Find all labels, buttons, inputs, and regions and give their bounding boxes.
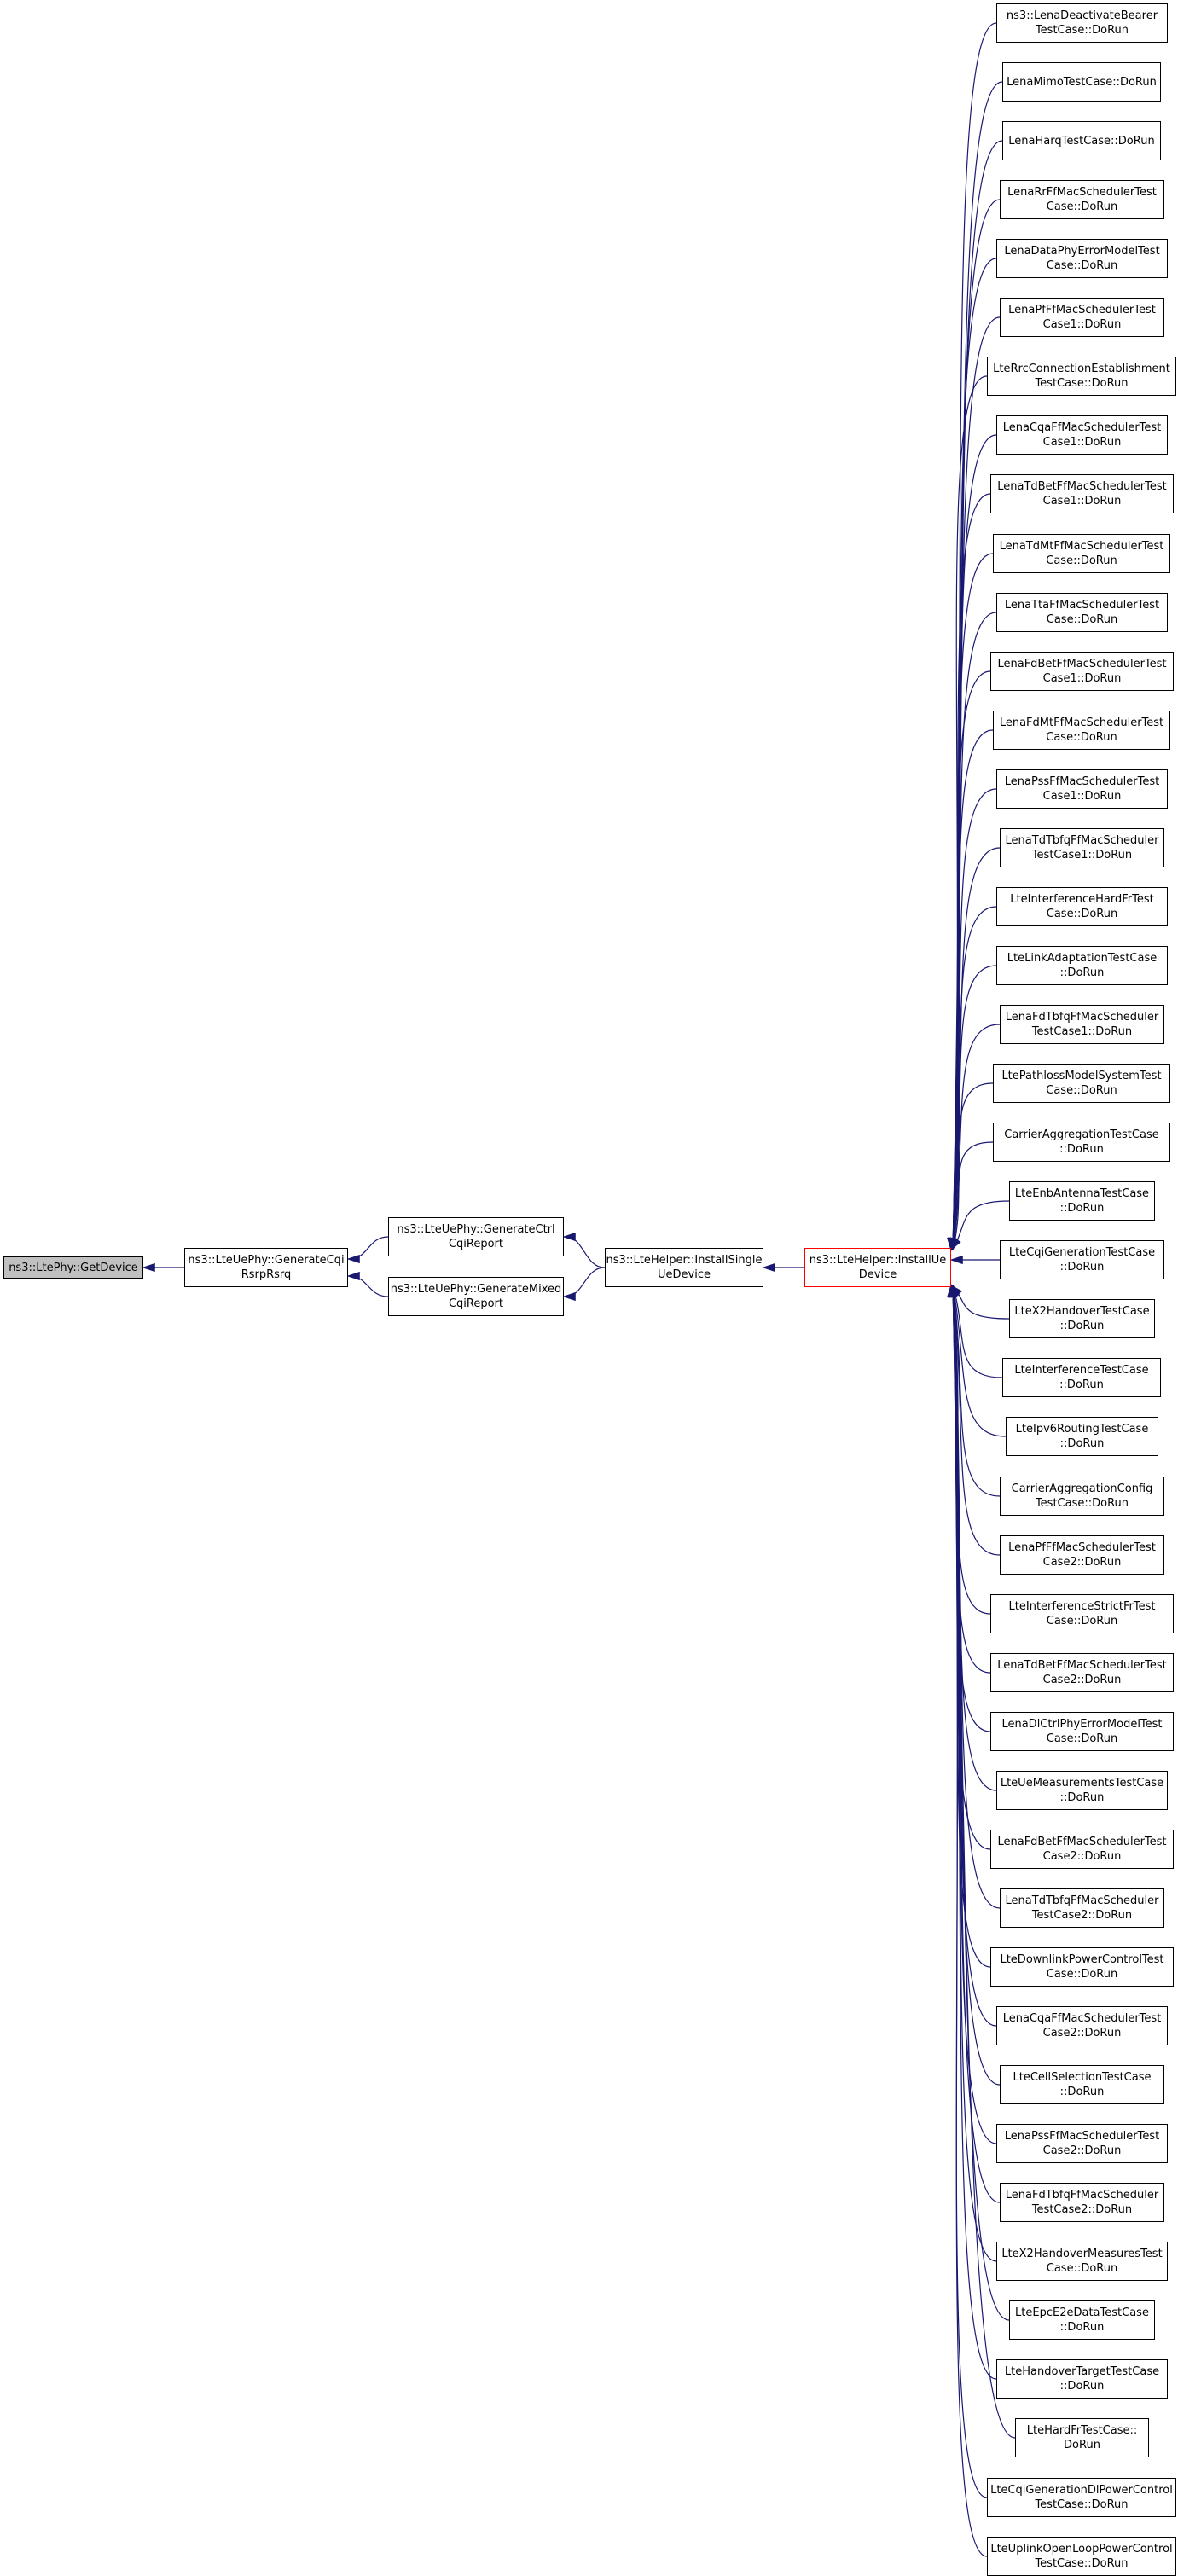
caller-node[interactable]: LteCqiGenerationTestCase::DoRun (1000, 1240, 1164, 1279)
caller-node[interactable]: LteUeMeasurementsTestCase::DoRun (996, 1771, 1168, 1810)
caller-node[interactable]: LteEpcE2eDataTestCase::DoRun (1009, 2300, 1155, 2340)
node-ltehelper-installsingleuedevice[interactable]: ns3::LteHelper::InstallSingle UeDevice (605, 1248, 763, 1287)
call-edge (952, 1285, 1001, 1497)
call-edge (565, 1267, 606, 1297)
call-edge-arrowhead (947, 1284, 956, 1297)
caller-node[interactable]: LteLinkAdaptationTestCase::DoRun (996, 946, 1168, 985)
call-edge (952, 1285, 1001, 1909)
call-edge (952, 965, 997, 1250)
caller-node[interactable]: LteInterferenceTestCase::DoRun (1002, 1358, 1161, 1397)
caller-node[interactable]: LteIpv6RoutingTestCase::DoRun (1006, 1417, 1158, 1456)
call-edge (952, 788, 997, 1250)
node-lteuephy-generatecqirsrprsrq[interactable]: ns3::LteUePhy::GenerateCqi RsrpRsrq (184, 1248, 348, 1287)
caller-node[interactable]: LteX2HandoverTestCase::DoRun (1009, 1299, 1155, 1338)
call-edge (952, 375, 988, 1250)
caller-node[interactable]: LenaMimoTestCase::DoRun (1002, 62, 1161, 102)
call-edge-arrowhead (949, 1255, 963, 1265)
node-lteuephy-generatectrlcqireport[interactable]: ns3::LteUePhy::GenerateCtrl CqiReport (388, 1217, 564, 1256)
call-edge (349, 1236, 389, 1260)
call-edge (952, 1285, 1001, 2086)
node-ltehelper-installuedevice[interactable]: ns3::LteHelper::InstallUe Device (804, 1248, 951, 1287)
call-edge (952, 1285, 1001, 1556)
caller-node[interactable]: LteCellSelectionTestCase::DoRun (1000, 2065, 1164, 2104)
call-edge (952, 1285, 1016, 2439)
node-lteuephy-generatemixedcqireport[interactable]: ns3::LteUePhy::GenerateMixed CqiReport (388, 1277, 564, 1316)
call-edge (952, 1141, 994, 1250)
call-edge-arrowhead (562, 1291, 576, 1302)
call-edge (952, 1285, 988, 2557)
call-edge (952, 1285, 997, 2380)
node-ltephy-getdevice: ns3::LtePhy::GetDevice (3, 1256, 143, 1279)
caller-node[interactable]: LteHardFrTestCase::DoRun (1015, 2418, 1149, 2457)
caller-node[interactable]: LteEnbAntennaTestCase::DoRun (1009, 1181, 1155, 1221)
call-edge-arrowhead (346, 1254, 360, 1264)
call-edge (952, 1285, 1010, 1320)
call-edge-arrowhead (950, 1237, 961, 1251)
caller-node[interactable]: CarrierAggregationTestCase::DoRun (993, 1123, 1170, 1162)
caller-node[interactable]: LteHandoverTargetTestCase::DoRun (996, 2359, 1168, 2399)
caller-node[interactable]: LenaHarqTestCase::DoRun (1002, 121, 1161, 160)
call-edge (952, 1285, 1007, 1437)
call-edge-arrowhead (346, 1271, 360, 1281)
call-edge (565, 1236, 606, 1268)
call-edge-arrowhead (762, 1262, 775, 1273)
call-edge-arrowhead (562, 1232, 576, 1242)
call-edge (349, 1275, 389, 1297)
call-edge (952, 1082, 994, 1250)
call-edge-arrowhead (142, 1262, 155, 1273)
call-edge (952, 1285, 1003, 1378)
